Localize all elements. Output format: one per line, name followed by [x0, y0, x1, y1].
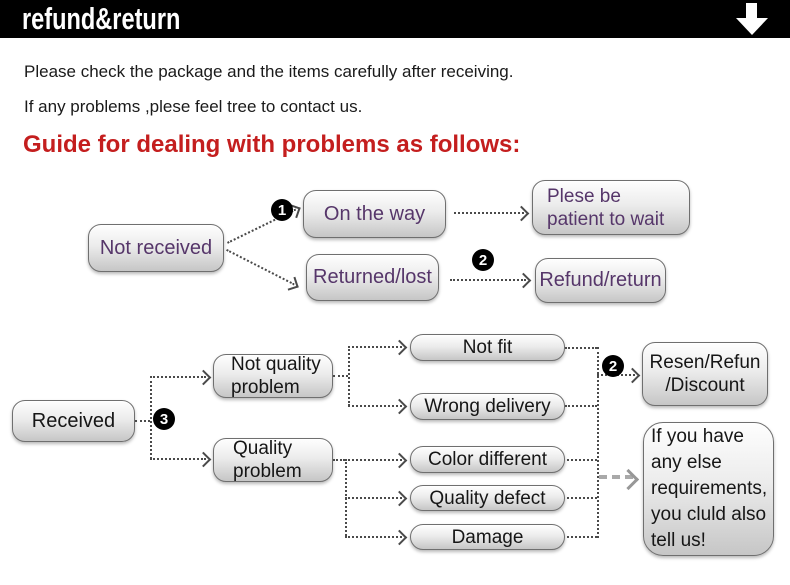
node-label: Not fit [462, 337, 513, 358]
intro-line-1: Please check the package and the items c… [24, 62, 514, 81]
connector-arrow [450, 272, 532, 289]
flow2-node-not-fit: Not fit [410, 334, 565, 361]
flow1-node-on-the-way: On the way [303, 190, 446, 238]
flow2-node-color-different: Color different [410, 446, 565, 473]
connector-arrow [348, 339, 408, 356]
connector-line [135, 420, 150, 422]
node-label-line: problem [233, 461, 302, 482]
node-label: On the way [323, 202, 426, 225]
node-label: Returned/lost [313, 266, 432, 288]
flow1-node-refund-return: Refund/return [535, 258, 666, 303]
arrowhead-icon [195, 369, 212, 386]
connector-arrow [150, 369, 212, 386]
node-label: Color different [428, 449, 547, 470]
node-label-line: /Discount [665, 375, 745, 396]
connector-arrow [150, 451, 212, 468]
connector-line [567, 497, 597, 499]
arrowhead-icon [284, 276, 299, 291]
node-label: Refund/return [539, 269, 662, 291]
node-label-line: Resen/Refun [649, 352, 761, 373]
arrowhead-icon [617, 468, 640, 491]
flow1-node-not-received: Not received [88, 224, 224, 272]
node-label-line: Quality [233, 438, 293, 459]
node-label-line: requirements, [651, 478, 768, 499]
connector-line [597, 347, 599, 538]
flow2-node-not-quality-problem: Not quality problem [213, 354, 333, 398]
badge-2: 2 [602, 355, 624, 377]
node-label: If you have any else requirements, you c… [651, 424, 767, 554]
connector-arrow [348, 398, 408, 415]
flow2-node-more-requirements: If you have any else requirements, you c… [643, 422, 774, 556]
connector-arrow [345, 490, 408, 507]
node-label: Not quality problem [231, 353, 321, 399]
badge-2: 2 [472, 249, 494, 271]
connector-line [565, 347, 597, 349]
node-label: Wrong delivery [424, 396, 551, 417]
connector-line [333, 459, 345, 461]
node-label: Quality problem [233, 437, 302, 483]
node-label: Quality defect [429, 487, 546, 509]
connector-arrow [345, 452, 408, 469]
connector-arrow [345, 529, 408, 546]
badge-number: 2 [608, 357, 618, 375]
arrowhead-icon [515, 272, 532, 289]
node-label-line: any else [651, 452, 722, 473]
node-label: Damage [451, 526, 524, 548]
node-label: Resen/Refun /Discount [650, 351, 761, 397]
flow2-node-wrong-delivery: Wrong delivery [410, 393, 565, 420]
down-arrow-icon [736, 3, 768, 35]
arrowhead-icon [513, 205, 530, 222]
node-label-line: patient to wait [547, 208, 665, 230]
flow1-node-returned-lost: Returned/lost [306, 254, 439, 301]
node-label-line: If you have [651, 426, 744, 447]
connector-line [348, 346, 350, 406]
flow2-node-quality-problem: Quality problem [213, 438, 333, 482]
node-label: Not received [99, 236, 213, 259]
connector-arrow-down [226, 249, 299, 291]
arrowhead-icon [195, 451, 212, 468]
connector-line [567, 536, 597, 538]
badge-number: 1 [277, 201, 287, 219]
arrowhead-icon [624, 367, 641, 384]
flow1-node-patient-wait: Plese be patient to wait [532, 180, 690, 235]
badge-number: 2 [478, 251, 488, 269]
connector-line [333, 375, 348, 377]
badge-number: 3 [159, 410, 169, 428]
connector-arrow [454, 205, 530, 222]
connector-arrow-big [599, 468, 640, 491]
arrowhead-icon [391, 490, 408, 507]
flow2-node-damage: Damage [410, 524, 565, 550]
down-arrow-shaft [746, 3, 757, 19]
node-label-line: problem [231, 377, 300, 398]
node-label-line: Not quality [231, 354, 321, 375]
arrowhead-icon [391, 398, 408, 415]
header-bar: refund&return [0, 0, 790, 38]
badge-1: 1 [271, 199, 293, 221]
node-label-line: you cluld also [651, 504, 767, 525]
node-label-line: Plese be [547, 185, 621, 207]
node-label: Plese be patient to wait [547, 185, 664, 231]
page-title: refund&return [22, 1, 181, 36]
arrowhead-icon [391, 452, 408, 469]
connector-line [567, 459, 597, 461]
guide-heading: Guide for dealing with problems as follo… [23, 131, 521, 158]
connector-line [150, 376, 152, 459]
arrowhead-icon [391, 529, 408, 546]
badge-3: 3 [153, 408, 175, 430]
down-arrow-head [736, 18, 768, 35]
flow2-node-quality-defect: Quality defect [410, 485, 565, 511]
intro-line-2: If any problems ,plese feel tree to cont… [24, 97, 363, 116]
connector-line [565, 405, 597, 407]
node-label: Received [31, 409, 116, 432]
node-label-line: tell us! [651, 530, 706, 551]
flow2-node-resolution: Resen/Refun /Discount [642, 342, 768, 406]
arrowhead-icon [391, 339, 408, 356]
flow2-node-received: Received [12, 400, 135, 442]
